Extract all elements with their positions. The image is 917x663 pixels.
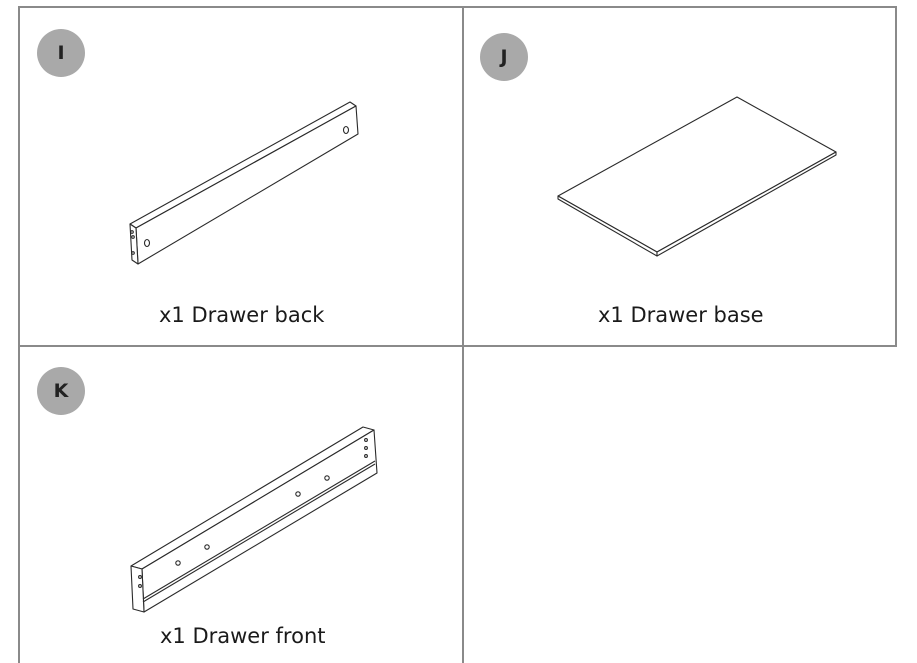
part-caption-drawer-front: x1 Drawer front bbox=[160, 624, 326, 648]
grid-vertical-divider bbox=[462, 6, 464, 663]
part-badge-i: I bbox=[37, 29, 85, 77]
part-badge-k: K bbox=[37, 367, 85, 415]
sheet-right-border bbox=[895, 6, 897, 346]
sheet-left-border bbox=[18, 6, 20, 663]
part-caption-drawer-base: x1 Drawer base bbox=[598, 303, 764, 327]
sheet-top-border bbox=[18, 6, 897, 8]
part-caption-drawer-back: x1 Drawer back bbox=[159, 303, 325, 327]
part-badge-j: J bbox=[480, 33, 528, 81]
grid-horizontal-divider bbox=[18, 345, 897, 347]
